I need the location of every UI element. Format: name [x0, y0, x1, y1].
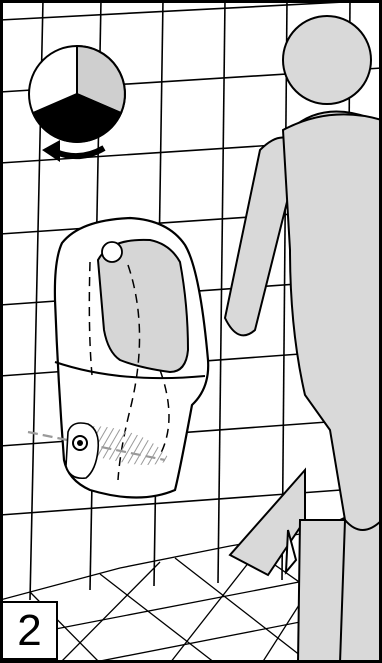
urinal [28, 218, 208, 498]
step-number-badge: 2 [0, 601, 58, 661]
rotation-dial-icon [29, 46, 125, 142]
counterclockwise-arrow-icon [42, 140, 104, 162]
person-silhouette [225, 16, 382, 663]
